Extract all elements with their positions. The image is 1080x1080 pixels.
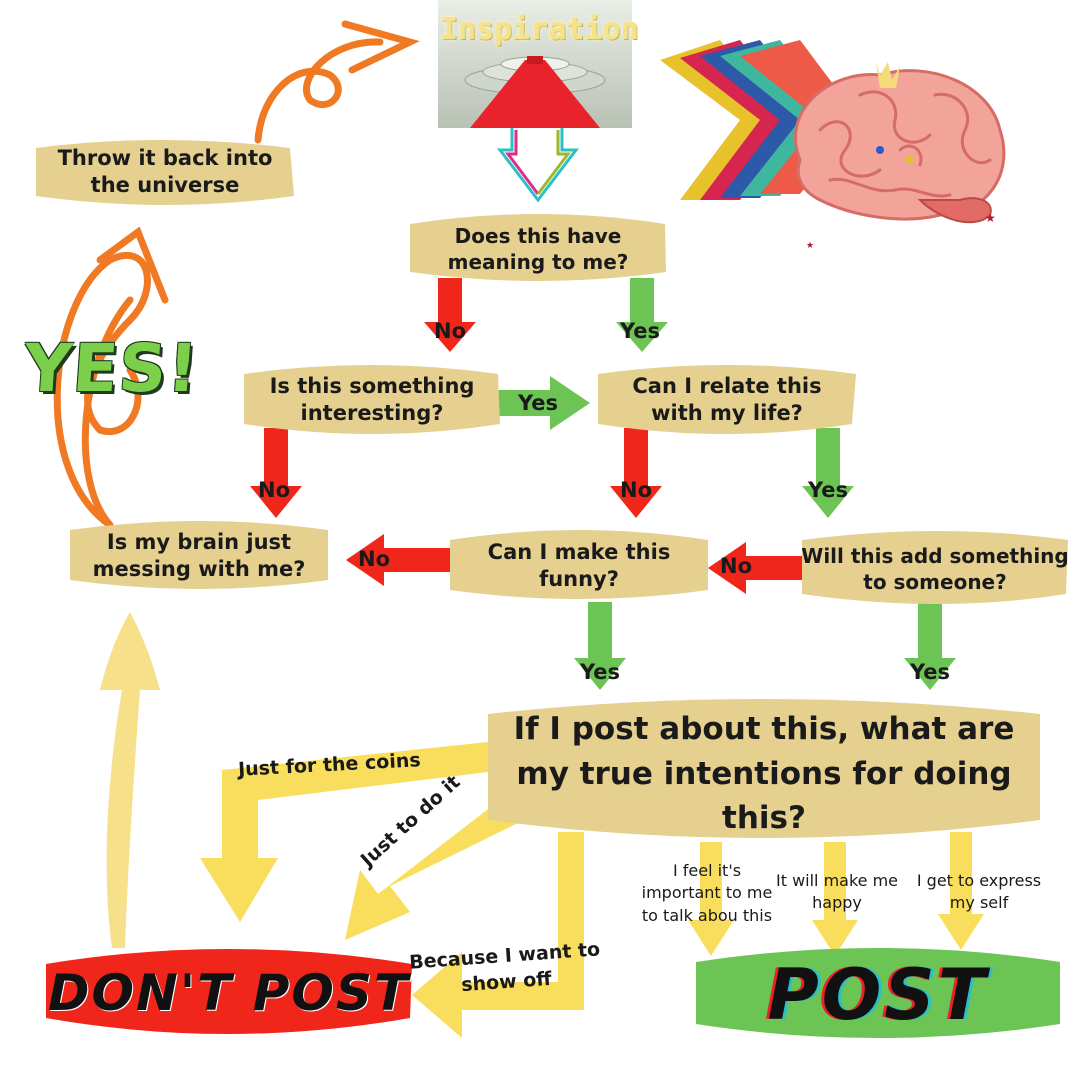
node-meaning: Does this have meaning to me? (410, 216, 666, 282)
label-relate-yes: Yes (808, 478, 849, 502)
inspiration-title: Inspiration (440, 12, 639, 47)
node-add-something: Will this add something to someone? (800, 534, 1070, 604)
reason-express: I get to express my self (904, 870, 1054, 915)
arrow-relate-yes (802, 428, 854, 518)
arrow-meaning-yes (616, 278, 668, 352)
node-relate-line1: Can I relate this (632, 373, 822, 398)
reason-important: I feel it's important to me to talk abou… (634, 860, 780, 927)
cycle-arrow-top (254, 20, 420, 144)
arrow-express (938, 832, 984, 950)
arrow-funny-yes (574, 602, 626, 690)
arrow-add-yes (904, 602, 956, 690)
arrow-coins (200, 742, 488, 922)
brain-image: ★ ★ (793, 62, 1006, 251)
arrow-show-off (412, 832, 584, 1038)
node-dont-post: DON'T POST (48, 964, 410, 1022)
shape-intentions (488, 699, 1040, 838)
label-interesting-no: No (258, 478, 291, 502)
reason-happy-line1: It will make me (775, 871, 899, 890)
label-relate-no: No (620, 478, 653, 502)
node-add-something-line2: to someone? (863, 570, 1007, 594)
node-post: POST (767, 954, 989, 1036)
arrow-dontpost-up (100, 612, 160, 948)
label-meaning-no: No (434, 319, 467, 343)
shape-post (696, 948, 1060, 1038)
rainbow-down-arrow (496, 128, 580, 203)
node-meaning-line1: Does this have (454, 224, 622, 248)
node-interesting: Is this something interesting? (244, 366, 500, 434)
reason-happy: It will make me happy (770, 870, 904, 915)
node-add-something-line1: Will this add something (801, 544, 1069, 568)
arrow-interesting-yes (498, 376, 590, 430)
node-brain-messing: Is my brain just messing with me? (70, 522, 328, 590)
shape-dont-post (46, 949, 412, 1034)
node-shapes (36, 140, 1068, 838)
node-funny-line1: Can I make this (487, 539, 671, 564)
label-add-yes: Yes (910, 660, 951, 684)
reason-important-line1: I feel it's (672, 861, 742, 880)
node-brain-messing-line2: messing with me? (92, 557, 306, 581)
arrow-meaning-no (424, 278, 476, 352)
arrow-happy (812, 842, 858, 956)
node-intentions-line2: my true intentions for doing (516, 755, 1012, 792)
arrow-add-no (708, 542, 802, 594)
shape-throw-back (36, 140, 294, 205)
node-intentions: If I post about this, what are my true i… (488, 704, 1040, 844)
node-throw-back-line1: Throw it back into (57, 145, 273, 170)
node-interesting-line2: interesting? (300, 401, 444, 425)
node-meaning-line2: meaning to me? (447, 250, 629, 274)
shape-add-something (802, 531, 1068, 604)
yes-shout: YES! (21, 330, 202, 407)
arrow-interesting-no (250, 428, 302, 518)
svg-text:★: ★ (806, 241, 814, 251)
svg-text:★: ★ (985, 211, 996, 225)
reason-happy-line2: happy (812, 893, 862, 913)
node-intentions-line1: If I post about this, what are (513, 710, 1015, 747)
node-funny: Can I make this funny? (450, 532, 708, 600)
reason-express-line2: my self (949, 893, 1009, 913)
cycle-arrow-left (53, 226, 169, 529)
arrow-important (688, 842, 734, 956)
label-funny-no: No (358, 547, 391, 571)
node-intentions-line3: this? (722, 800, 806, 837)
shape-brain-messing (70, 521, 328, 589)
label-funny-yes: Yes (580, 660, 621, 684)
shape-relate (598, 365, 856, 434)
node-interesting-line1: Is this something (269, 373, 475, 398)
node-throw-back: Throw it back into the universe (36, 140, 294, 204)
reason-express-line1: I get to express (916, 871, 1042, 890)
reason-important-line3: to talk abou this (641, 905, 773, 925)
arrow-funny-no (346, 534, 450, 586)
node-funny-line2: funny? (539, 567, 619, 591)
podium-image (438, 0, 632, 128)
node-brain-messing-line1: Is my brain just (106, 529, 292, 554)
label-add-no: No (720, 554, 753, 578)
node-relate: Can I relate this with my life? (598, 366, 856, 434)
shape-interesting (244, 365, 500, 434)
shape-meaning (410, 214, 666, 281)
arrow-just-do-it (345, 796, 520, 940)
reason-important-line2: important to me (641, 883, 773, 903)
node-throw-back-line2: the universe (90, 173, 240, 197)
shape-funny (450, 530, 708, 599)
arrow-relate-no (610, 428, 662, 518)
label-meaning-yes: Yes (620, 319, 661, 343)
label-interesting-yes: Yes (518, 391, 559, 415)
node-relate-line2: with my life? (651, 401, 803, 425)
